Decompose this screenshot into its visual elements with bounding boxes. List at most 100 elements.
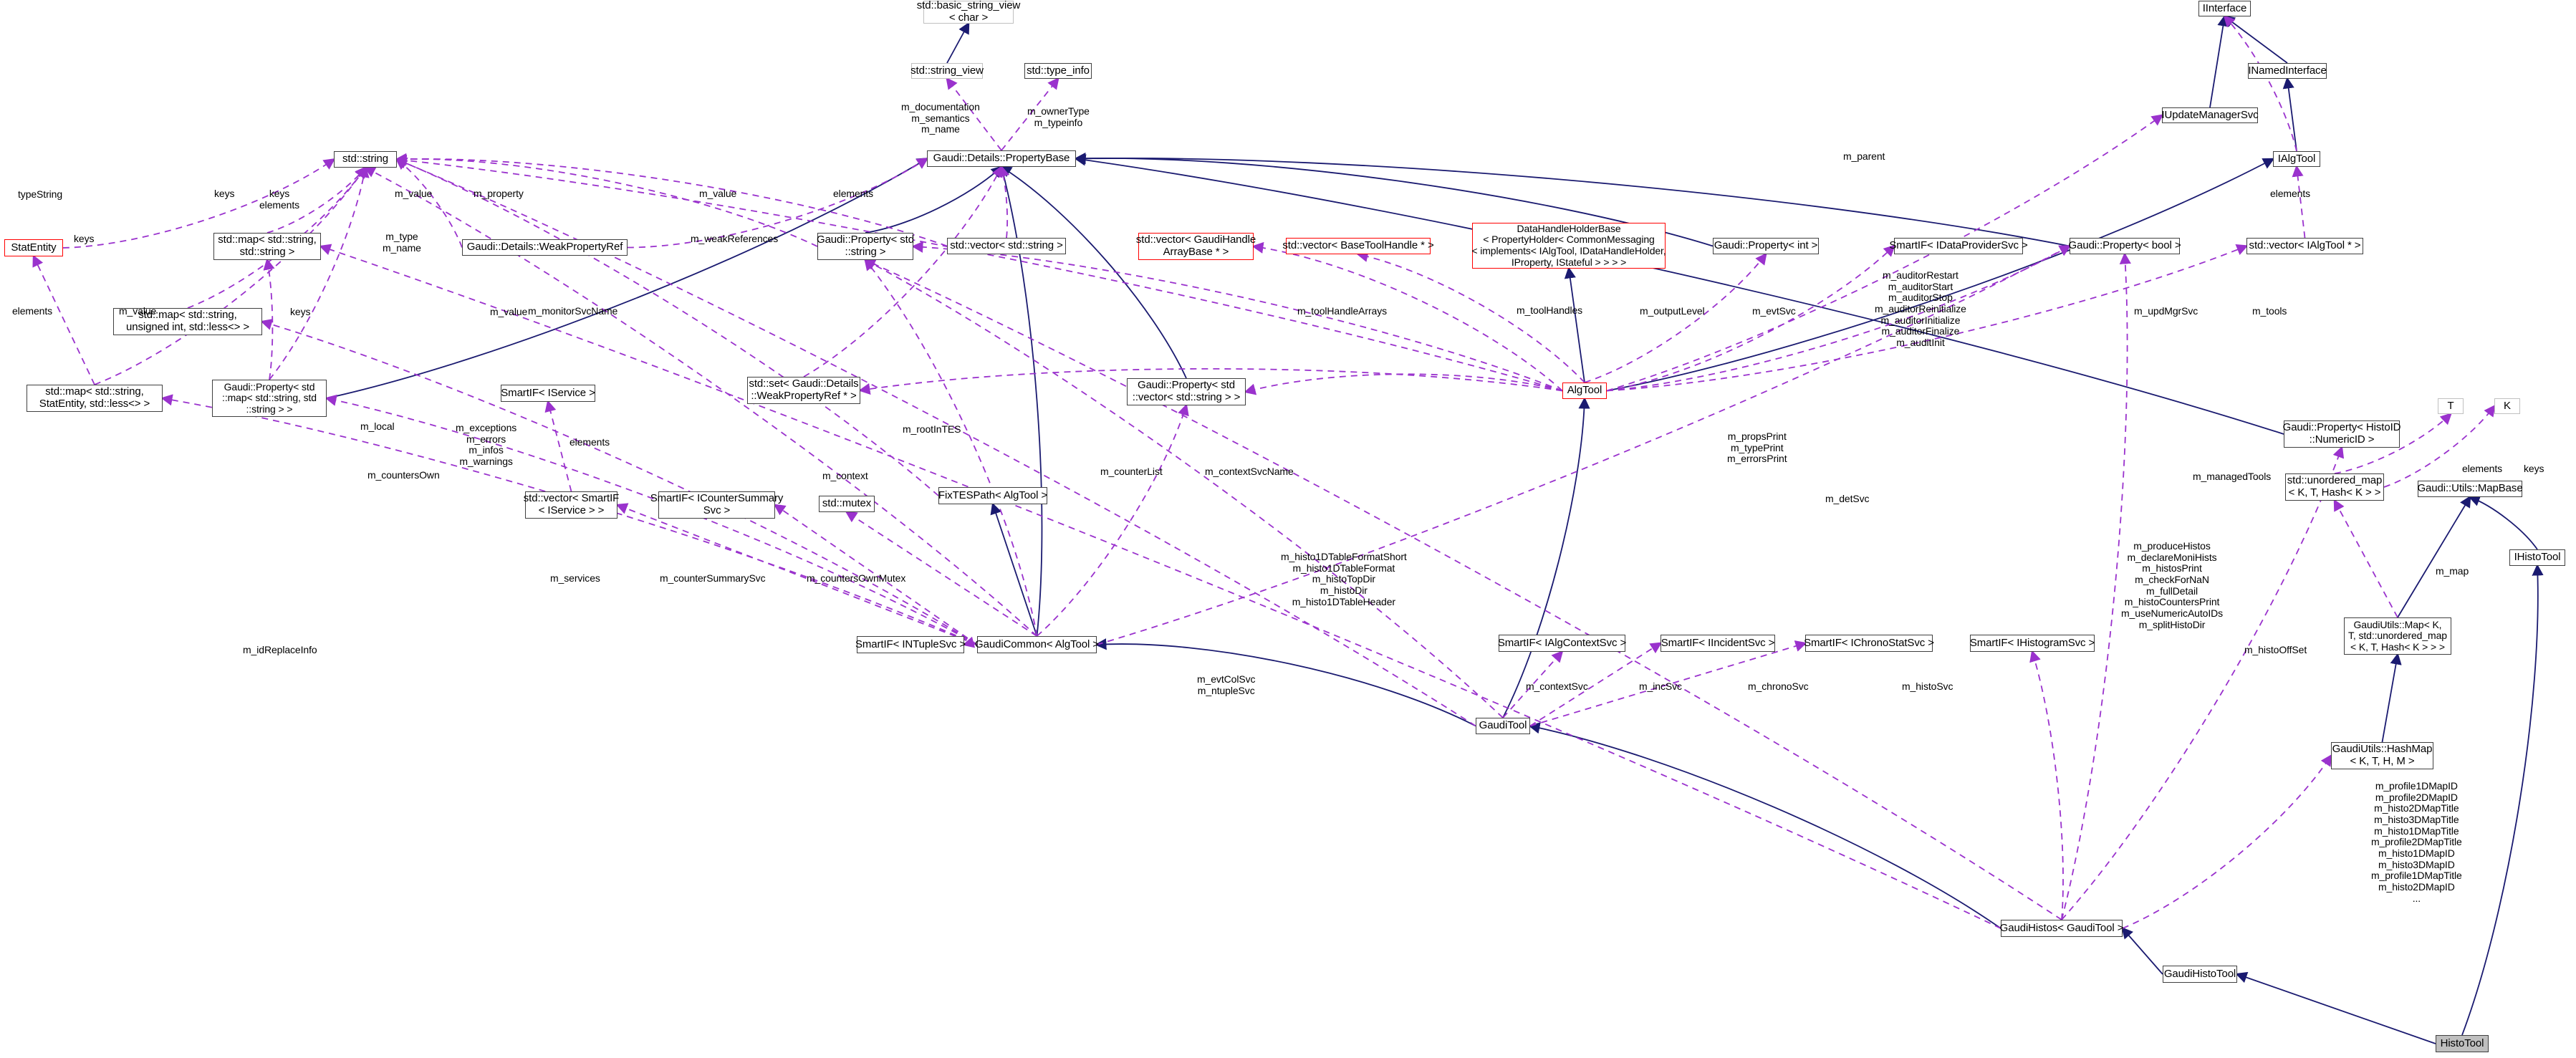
edge-algtool-to-prop_string	[911, 241, 1563, 392]
class-node-vec_string[interactable]: std::vector< std::string >	[947, 238, 1066, 254]
class-node-unordered_map[interactable]: std::unordered_map < K, T, Hash< K > >	[2285, 473, 2384, 501]
edge-label-l_m_type_name: m_type m_name	[383, 231, 421, 254]
class-node-prop_int[interactable]: Gaudi::Property< int >	[1713, 238, 1819, 254]
class-node-vec_smartif_iservice[interactable]: std::vector< SmartIF < IService > >	[524, 491, 619, 519]
edge-label-l_typestring: typeString	[18, 188, 63, 200]
class-node-type_info[interactable]: std::type_info	[1024, 63, 1092, 79]
edge-vec_string-to-propertybase	[998, 165, 1010, 239]
edge-gaudiutils_map-to-unordered_map	[2333, 499, 2398, 618]
class-node-vec_gaudihandlearray[interactable]: std::vector< GaudiHandle ArrayBase * >	[1136, 233, 1256, 260]
class-node-smartif_ichronostat[interactable]: SmartIF< IChronoStatSvc >	[1804, 635, 1934, 652]
edge-gaudihistos_gauditool-to-prop_histoid_numeric	[2061, 446, 2345, 920]
class-node-smartif_iservice[interactable]: SmartIF< IService >	[501, 385, 595, 402]
class-node-map_str_str[interactable]: std::map< std::string, std::string >	[213, 233, 321, 260]
class-node-map_str_statentity[interactable]: std::map< std::string, StatEntity, std::…	[27, 385, 163, 412]
class-node-histotool[interactable]: HistoTool	[2436, 1035, 2489, 1052]
class-node-string_view[interactable]: std::string_view	[910, 63, 984, 79]
class-node-ihistotool[interactable]: IHistoTool	[2509, 549, 2565, 566]
class-node-set_weakpropref[interactable]: std::set< Gaudi::Details ::WeakPropertyR…	[747, 377, 860, 404]
class-node-gaudihistos_gauditool[interactable]: GaudiHistos< GaudiTool >	[2000, 920, 2123, 937]
class-node-vec_ialgtool[interactable]: std::vector< IAlgTool * >	[2246, 238, 2363, 254]
class-node-gaudicommon[interactable]: GaudiCommon< AlgTool >	[975, 636, 1099, 653]
class-node-datahandleholderbase[interactable]: DataHandleHolderBase < PropertyHolder< C…	[1471, 222, 1666, 269]
edge-algtool-to-prop_int	[1584, 252, 1767, 383]
class-node-inamedinterface[interactable]: INamedInterface	[2248, 63, 2327, 79]
edge-algtool-to-datahandleholderbase	[1564, 266, 1585, 383]
edge-ialgtool-to-inamedinterface	[2282, 77, 2297, 152]
class-node-gaudiutils_hashmap[interactable]: GaudiUtils::HashMap < K, T, H, M >	[2331, 742, 2433, 769]
class-node-iupdatemanagersvc[interactable]: IUpdateManagerSvc	[2161, 107, 2259, 123]
edge-label-l_m_countersownmutex: m_countersOwnMutex	[807, 572, 906, 584]
class-node-gaudiutils_map[interactable]: GaudiUtils::Map< K, T, std::unordered_ma…	[2344, 617, 2451, 655]
class-node-mutex[interactable]: std::mutex	[819, 496, 875, 512]
edge-label-l_m_map: m_map	[2436, 565, 2469, 577]
edge-gaudihistos_gauditool-to-prop_bool	[2061, 252, 2131, 920]
edge-label-l_m_histo1dtable: m_histo1DTableFormatShort m_histo1DTable…	[1281, 551, 1407, 607]
edge-inamedinterface-to-iinterface	[2223, 15, 2288, 64]
edge-algtool-to-stdstring	[395, 154, 1563, 392]
edge-string_view-to-basic_string_view	[946, 21, 970, 64]
class-node-smartif_icountersummary[interactable]: SmartIF< ICounterSummary Svc >	[650, 491, 783, 519]
edge-algtool-to-prop_vec_string	[1244, 373, 1563, 395]
edge-label-l_m_incsvc: m_incSvc	[1639, 681, 1682, 692]
class-node-ialgtool[interactable]: IAlgTool	[2273, 151, 2320, 167]
edge-label-l_m_value_left: m_value	[119, 305, 157, 317]
class-node-smartif_ialgcontext[interactable]: SmartIF< IAlgContextSvc >	[1498, 635, 1626, 652]
edge-histotool-to-gaudihistotool	[2235, 971, 2436, 1044]
edge-label-l_m_toolhandles: m_toolHandles	[1517, 304, 1583, 316]
class-node-basic_string_view[interactable]: std::basic_string_view < char >	[916, 0, 1021, 24]
class-node-iinterface[interactable]: IInterface	[2198, 1, 2251, 16]
edge-vec_smartif_iservice-to-smartif_iservice	[544, 400, 572, 492]
edge-label-l_m_evtcolsvc: m_evtColSvc m_ntupleSvc	[1197, 673, 1256, 696]
class-node-smartif_iincident[interactable]: SmartIF< IIncidentSvc >	[1661, 635, 1775, 652]
class-node-vec_basetoolhandle[interactable]: std::vector< BaseToolHandle * >	[1282, 238, 1434, 254]
class-node-map_str_uint[interactable]: std::map< std::string, unsigned int, std…	[113, 308, 262, 335]
class-node-prop_map_str_str[interactable]: Gaudi::Property< std ::map< std::string,…	[212, 380, 327, 417]
edge-prop_string-to-propertybase	[865, 165, 1003, 234]
edge-algtool-to-vec_basetoolhandle	[1356, 250, 1585, 383]
edge-gaudicommon-to-fixtespath	[990, 502, 1038, 637]
class-node-gaudihistotool[interactable]: GaudiHistoTool	[2163, 966, 2237, 983]
class-node-tparam_t[interactable]: T	[2438, 398, 2464, 414]
class-node-tparam_k[interactable]: K	[2494, 398, 2520, 414]
edge-label-l_m_contextsvcname: m_contextSvcName	[1205, 466, 1294, 477]
edge-label-l_m_updmgrsvc: m_updMgrSvc	[2134, 305, 2198, 317]
class-node-stdstring[interactable]: std::string	[334, 151, 397, 168]
edge-label-l_m_outputlevel: m_outputLevel	[1640, 305, 1705, 317]
edge-label-l_m_counterlist: m_counterList	[1100, 466, 1163, 477]
class-node-smartif_idataprovider[interactable]: SmartIF< IDataProviderSvc >	[1889, 238, 2028, 254]
edge-label-l_m_local: m_local	[360, 420, 395, 432]
edge-gaudihistos_gauditool-to-prop_string	[863, 259, 2062, 920]
class-node-statentity[interactable]: StatEntity	[4, 239, 63, 256]
edge-iupdatemanagersvc-to-iinterface	[2209, 14, 2229, 108]
class-node-algtool[interactable]: AlgTool	[1562, 383, 1607, 399]
class-node-weakpropertyref[interactable]: Gaudi::Details::WeakPropertyRef	[462, 239, 628, 256]
edge-label-l_m_tools: m_tools	[2252, 305, 2287, 317]
class-node-prop_vec_string[interactable]: Gaudi::Property< std ::vector< std::stri…	[1127, 378, 1246, 405]
edge-vec_ialgtool-to-ialgtool	[2292, 165, 2306, 239]
edge-label-l_m_detsvc: m_detSvc	[1825, 493, 1870, 504]
edge-label-l_m_services: m_services	[550, 572, 600, 584]
edge-gauditool-to-algtool	[1502, 397, 1590, 718]
edge-label-l_keys_c: keys	[74, 233, 95, 244]
class-node-smartif_ihistogramsvc[interactable]: SmartIF< IHistogramSvc >	[1970, 635, 2095, 652]
edge-gaudihistos_gauditool-to-gauditool	[1528, 722, 2001, 929]
edge-label-l_m_property: m_property	[474, 188, 524, 199]
edge-gaudiutils_map-to-mapbase	[2397, 495, 2471, 618]
edge-label-l_elements_map: elements	[2462, 463, 2503, 474]
edge-map_str_statentity-to-stdstring	[94, 165, 367, 385]
class-node-prop_string[interactable]: Gaudi::Property< std ::string >	[817, 233, 914, 260]
class-node-mapbase[interactable]: Gaudi::Utils::MapBase	[2417, 481, 2523, 497]
class-node-smartif_intuplesvc[interactable]: SmartIF< INTupleSvc >	[855, 636, 966, 653]
edge-label-l_m_countersummarysvc: m_counterSummarySvc	[660, 572, 766, 584]
class-node-prop_histoid_numeric[interactable]: Gaudi::Property< HistoID ::NumericID >	[2283, 420, 2400, 448]
edge-label-l_m_value2: m_value	[490, 306, 528, 317]
class-node-fixtespath[interactable]: FixTESPath< AlgTool >	[938, 487, 1047, 504]
class-node-prop_bool[interactable]: Gaudi::Property< bool >	[2069, 238, 2181, 254]
class-node-propertybase[interactable]: Gaudi::Details::PropertyBase	[927, 150, 1076, 167]
edge-label-l_m_value_top: m_value	[395, 188, 433, 199]
edge-label-l_m_parent: m_parent	[1843, 150, 1885, 162]
class-node-gauditool[interactable]: GaudiTool	[1476, 718, 1530, 734]
edge-label-l_m_countersown: m_countersOwn	[367, 469, 440, 481]
